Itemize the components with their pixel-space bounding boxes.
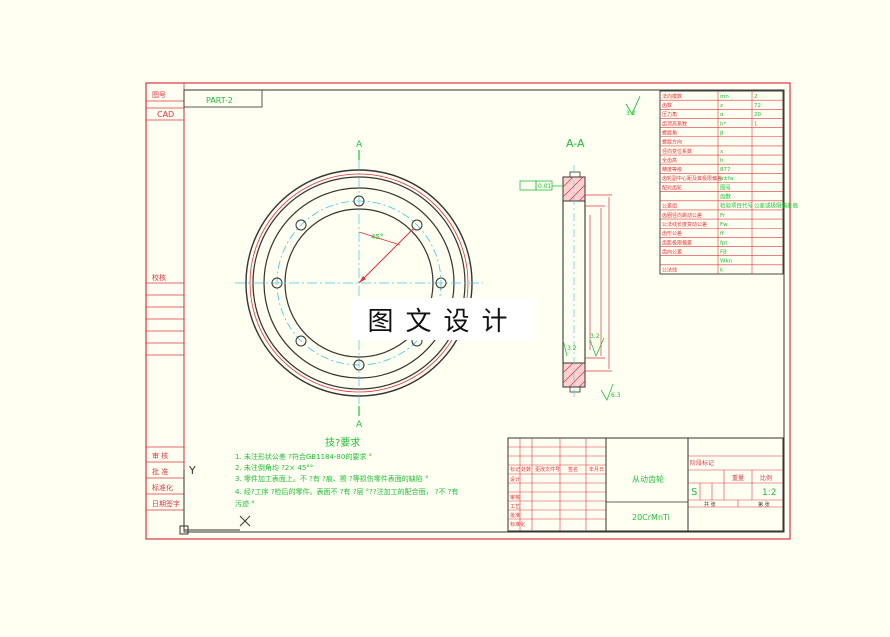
note-2: 2. 未注倒角均 ?2× 45°° xyxy=(235,463,313,472)
roughness-4: 3.2 xyxy=(626,110,636,117)
param-cell: 螺旋方向 xyxy=(662,139,682,146)
sheet-label: 共 张 xyxy=(704,501,716,508)
param-cell: h xyxy=(720,158,724,164)
param-cell: 齿数 xyxy=(662,102,672,109)
param-cell: 精度等级 xyxy=(662,166,682,173)
param-cell: 全齿高 xyxy=(662,157,677,164)
title-block xyxy=(507,437,784,532)
param-cell: 齿顶高系数 xyxy=(662,120,687,127)
param-cell: x xyxy=(720,149,724,155)
notes-title: 技?要求 xyxy=(325,436,360,449)
tb-row-2: 工艺 xyxy=(510,504,520,510)
front-view xyxy=(235,160,483,406)
roughness-1: 3.2 xyxy=(567,345,577,352)
tb-col-3: 更改文件号 xyxy=(535,466,560,473)
watermark: 图文设计 xyxy=(352,298,535,340)
tb-row-4: 标准化 xyxy=(510,521,525,528)
part-no-box xyxy=(183,89,263,108)
side-label-1: 审 核 xyxy=(152,451,168,460)
roughness-3: 6.3 xyxy=(611,392,621,399)
param-table xyxy=(659,90,784,275)
param-cell: k xyxy=(720,268,724,274)
param-cell: α xyxy=(720,112,724,118)
stage-label: 阶段标记 xyxy=(690,459,714,467)
param-cell: 公法线长度变动公差 xyxy=(662,221,707,228)
tb-col-0: 标记 xyxy=(510,466,520,473)
material: 20CrMnTi xyxy=(632,513,670,522)
param-cell: Fr xyxy=(720,213,726,219)
tb-col-1: 处数 xyxy=(521,466,531,473)
roughness-2: 3.2 xyxy=(590,333,600,340)
param-cell: 图号 xyxy=(720,183,732,191)
part-no: PART-2 xyxy=(206,96,233,105)
side-label-4: 日期签字 xyxy=(152,499,180,508)
weight-label: 重量 xyxy=(732,474,744,482)
param-cell: β xyxy=(720,130,724,136)
param-cell: 螺旋角 xyxy=(662,129,677,136)
tb-col-4: 签名 xyxy=(568,466,578,473)
cad-label: CAD xyxy=(157,110,174,119)
param-cell: a±fa xyxy=(720,176,733,182)
param-cell: 齿形公差 xyxy=(662,230,682,237)
param-cell: 1 xyxy=(754,121,758,127)
param-cell: 法向模数 xyxy=(662,93,682,100)
param-cell: Fw xyxy=(720,222,728,228)
param-cell: 齿向公差 xyxy=(662,248,682,255)
param-cell: 72 xyxy=(754,103,761,109)
param-cell: 径向变位系数 xyxy=(662,148,692,155)
tolerance-label: 0.01 xyxy=(538,183,552,190)
param-cell: 公差组 xyxy=(662,203,677,210)
sheet-border xyxy=(145,82,791,540)
sheet-of: 第 张 xyxy=(758,501,770,508)
side-label-top: 图号 xyxy=(152,91,166,99)
ucs-icon xyxy=(179,470,251,535)
tb-row-1: 审核 xyxy=(510,494,520,501)
param-cell: z xyxy=(720,103,723,109)
param-cell: 公法线 xyxy=(662,267,677,274)
param-cell: 齿距极限偏差 xyxy=(662,239,692,246)
note-3: 3. 零件加工表面上。不 ?有 ?痕、擦 ?等损伤零件表面的缺陷 ° xyxy=(235,474,428,483)
section-view xyxy=(519,95,641,401)
note-5: 污迹 ° xyxy=(235,499,255,508)
note-4: 4. 经?工序 ?检后的零件。表面不 ?有 ?层 °??注加工的配合面， ?不 … xyxy=(235,487,458,496)
param-cell: 检验项目代号 xyxy=(720,202,754,210)
note-1: 1. 未注形状公差 ?符合GB1184-80的要求 ° xyxy=(235,452,372,461)
tb-row-3: 批准 xyxy=(510,512,520,519)
scale-value: 1:2 xyxy=(762,488,776,498)
param-cell: 齿轮副中心距及其极限偏差 xyxy=(662,175,722,182)
param-cell: fpt xyxy=(720,240,728,246)
tb-col-5: 年月日 xyxy=(589,466,604,473)
stage-value: S xyxy=(691,487,697,498)
param-cell: 压力角 xyxy=(662,111,677,118)
section-mark-top: A xyxy=(356,140,363,150)
section-mark-bottom: A xyxy=(356,420,363,430)
side-strip xyxy=(146,83,185,532)
param-cell: Fβ xyxy=(720,249,727,255)
tb-row-0: 设计 xyxy=(510,476,520,483)
ucs-y: Y xyxy=(188,464,196,477)
param-cell: ff xyxy=(720,231,724,237)
param-cell: h* xyxy=(720,121,726,127)
param-cell: Wkn xyxy=(720,259,733,265)
side-label-3: 标准化 xyxy=(152,483,173,492)
param-cell: 齿数 xyxy=(720,193,732,201)
param-cell: 2 xyxy=(754,94,758,100)
param-cell: 877 xyxy=(720,167,731,173)
side-label-2: 批 准 xyxy=(152,467,168,476)
param-cell: 齿圈径向跳动公差 xyxy=(662,212,702,219)
angle-label: 45° xyxy=(371,233,383,241)
param-cell: 配对齿轮 xyxy=(662,184,682,191)
param-cell: mn xyxy=(720,94,729,100)
param-cell: 20 xyxy=(754,112,761,118)
scale-label: 比例 xyxy=(760,474,772,482)
section-title: A-A xyxy=(566,137,585,150)
param-cell: 公差或极限偏差值 xyxy=(754,202,799,210)
side-label-0: 校核 xyxy=(152,273,166,282)
part-name: 从动齿轮 xyxy=(632,474,664,484)
